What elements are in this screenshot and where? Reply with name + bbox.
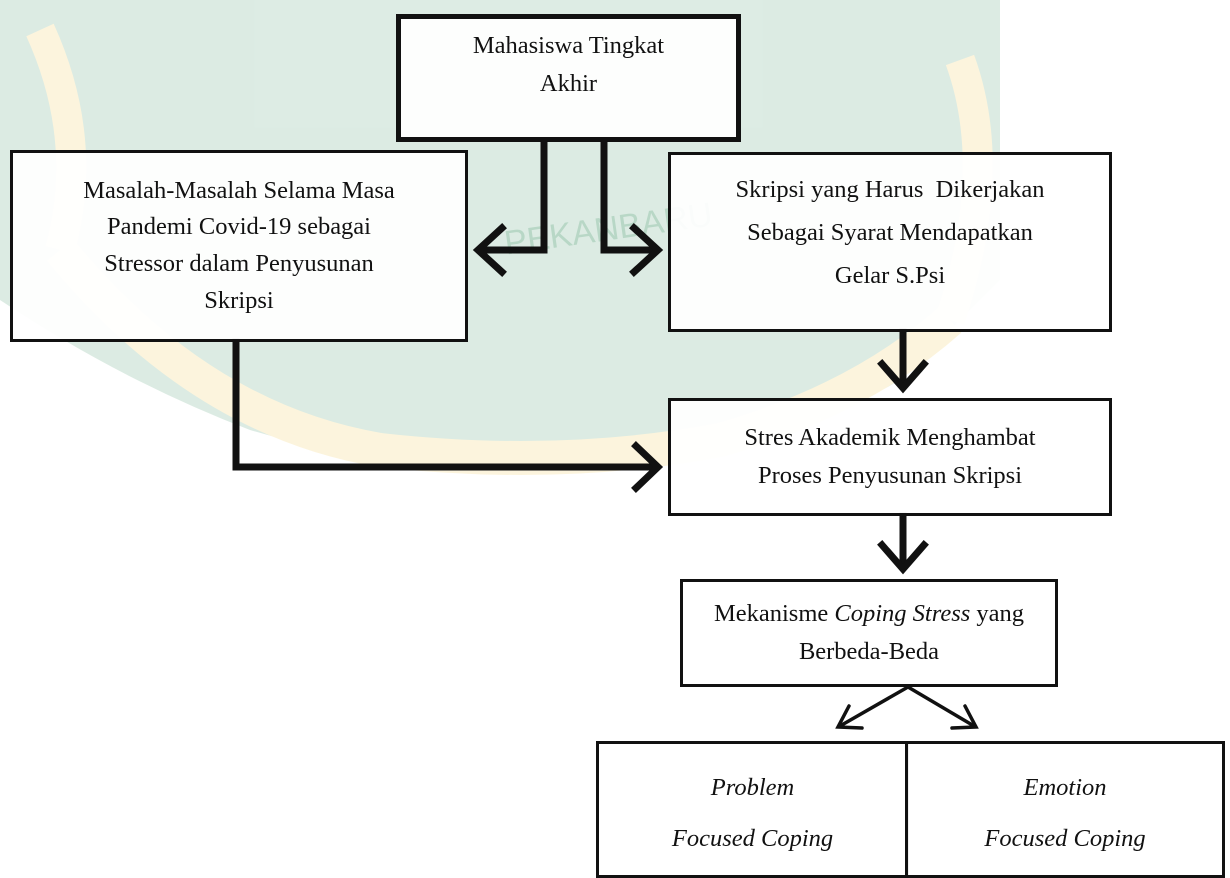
node-text-line: Skripsi yang Harus Dikerjakan	[735, 176, 1045, 203]
node-text-line: Akhir	[539, 69, 598, 97]
node-stres-akademik: Stres Akademik Menghambat Proses Penyusu…	[668, 398, 1112, 516]
arrowhead-right	[629, 223, 664, 277]
seal-ribbon	[46, 239, 962, 475]
coping-italic: Coping Stress	[834, 600, 971, 628]
node-text-line: Berbeda-Beda	[798, 638, 940, 665]
node-mekanisme-coping: Mekanisme Coping Stress yang Berbeda-Bed…	[680, 579, 1058, 687]
arrow-top-to-left	[476, 138, 548, 254]
node-text-line: Pandemi Covid-19 sebagai	[106, 213, 371, 241]
arrowhead-coping	[877, 540, 929, 575]
node-text-line: Emotion	[1023, 774, 1107, 801]
node-mahasiswa-tingkat-akhir: Mahasiswa Tingkat Akhir	[396, 14, 741, 142]
arrowhead-stres-from-right	[877, 359, 929, 394]
node-text-line: Skripsi	[204, 286, 274, 314]
node-text-line: Stressor dalam Penyusunan	[104, 250, 374, 277]
coping-suffix: yang	[970, 600, 1025, 628]
arrow-top-to-right	[600, 138, 659, 254]
seal-shield-shape	[0, 0, 1000, 472]
node-masalah-pandemi: Masalah-Masalah Selama Masa Pandemi Covi…	[10, 150, 468, 342]
node-text-line: Proses Penyusunan Skripsi	[757, 462, 1023, 489]
node-text-line: Masalah-Masalah Selama Masa	[83, 176, 395, 204]
node-skripsi-syarat: Skripsi yang Harus Dikerjakan Sebagai Sy…	[668, 152, 1112, 332]
node-text-line: Mekanisme Coping Stress yang	[714, 595, 1024, 633]
node-text-line: Focused Coping	[671, 825, 834, 853]
arrowhead-problem	[835, 704, 864, 730]
arrow-left-to-stres	[232, 338, 659, 471]
node-text-line: Focused Coping	[984, 825, 1146, 853]
node-problem-focused-coping: Problem Focused Coping	[596, 741, 909, 878]
node-text-line: Stres Akademik Menghambat	[744, 424, 1036, 452]
arrowhead-left	[472, 223, 507, 277]
node-text-line: Mahasiswa Tingkat	[472, 32, 665, 59]
node-text-line: Sebagai Syarat Mendapatkan	[747, 218, 1033, 246]
coping-prefix: Mekanisme	[713, 600, 835, 628]
arrowhead-emotion	[950, 704, 979, 730]
arrow-coping-to-emotion	[906, 685, 976, 728]
node-text-line: Problem	[710, 774, 795, 801]
arrowhead-stres-from-left	[631, 441, 664, 493]
node-emotion-focused-coping: Emotion Focused Coping	[905, 741, 1225, 878]
arrow-coping-to-problem	[838, 685, 910, 728]
node-text-line: Gelar S.Psi	[834, 261, 946, 289]
